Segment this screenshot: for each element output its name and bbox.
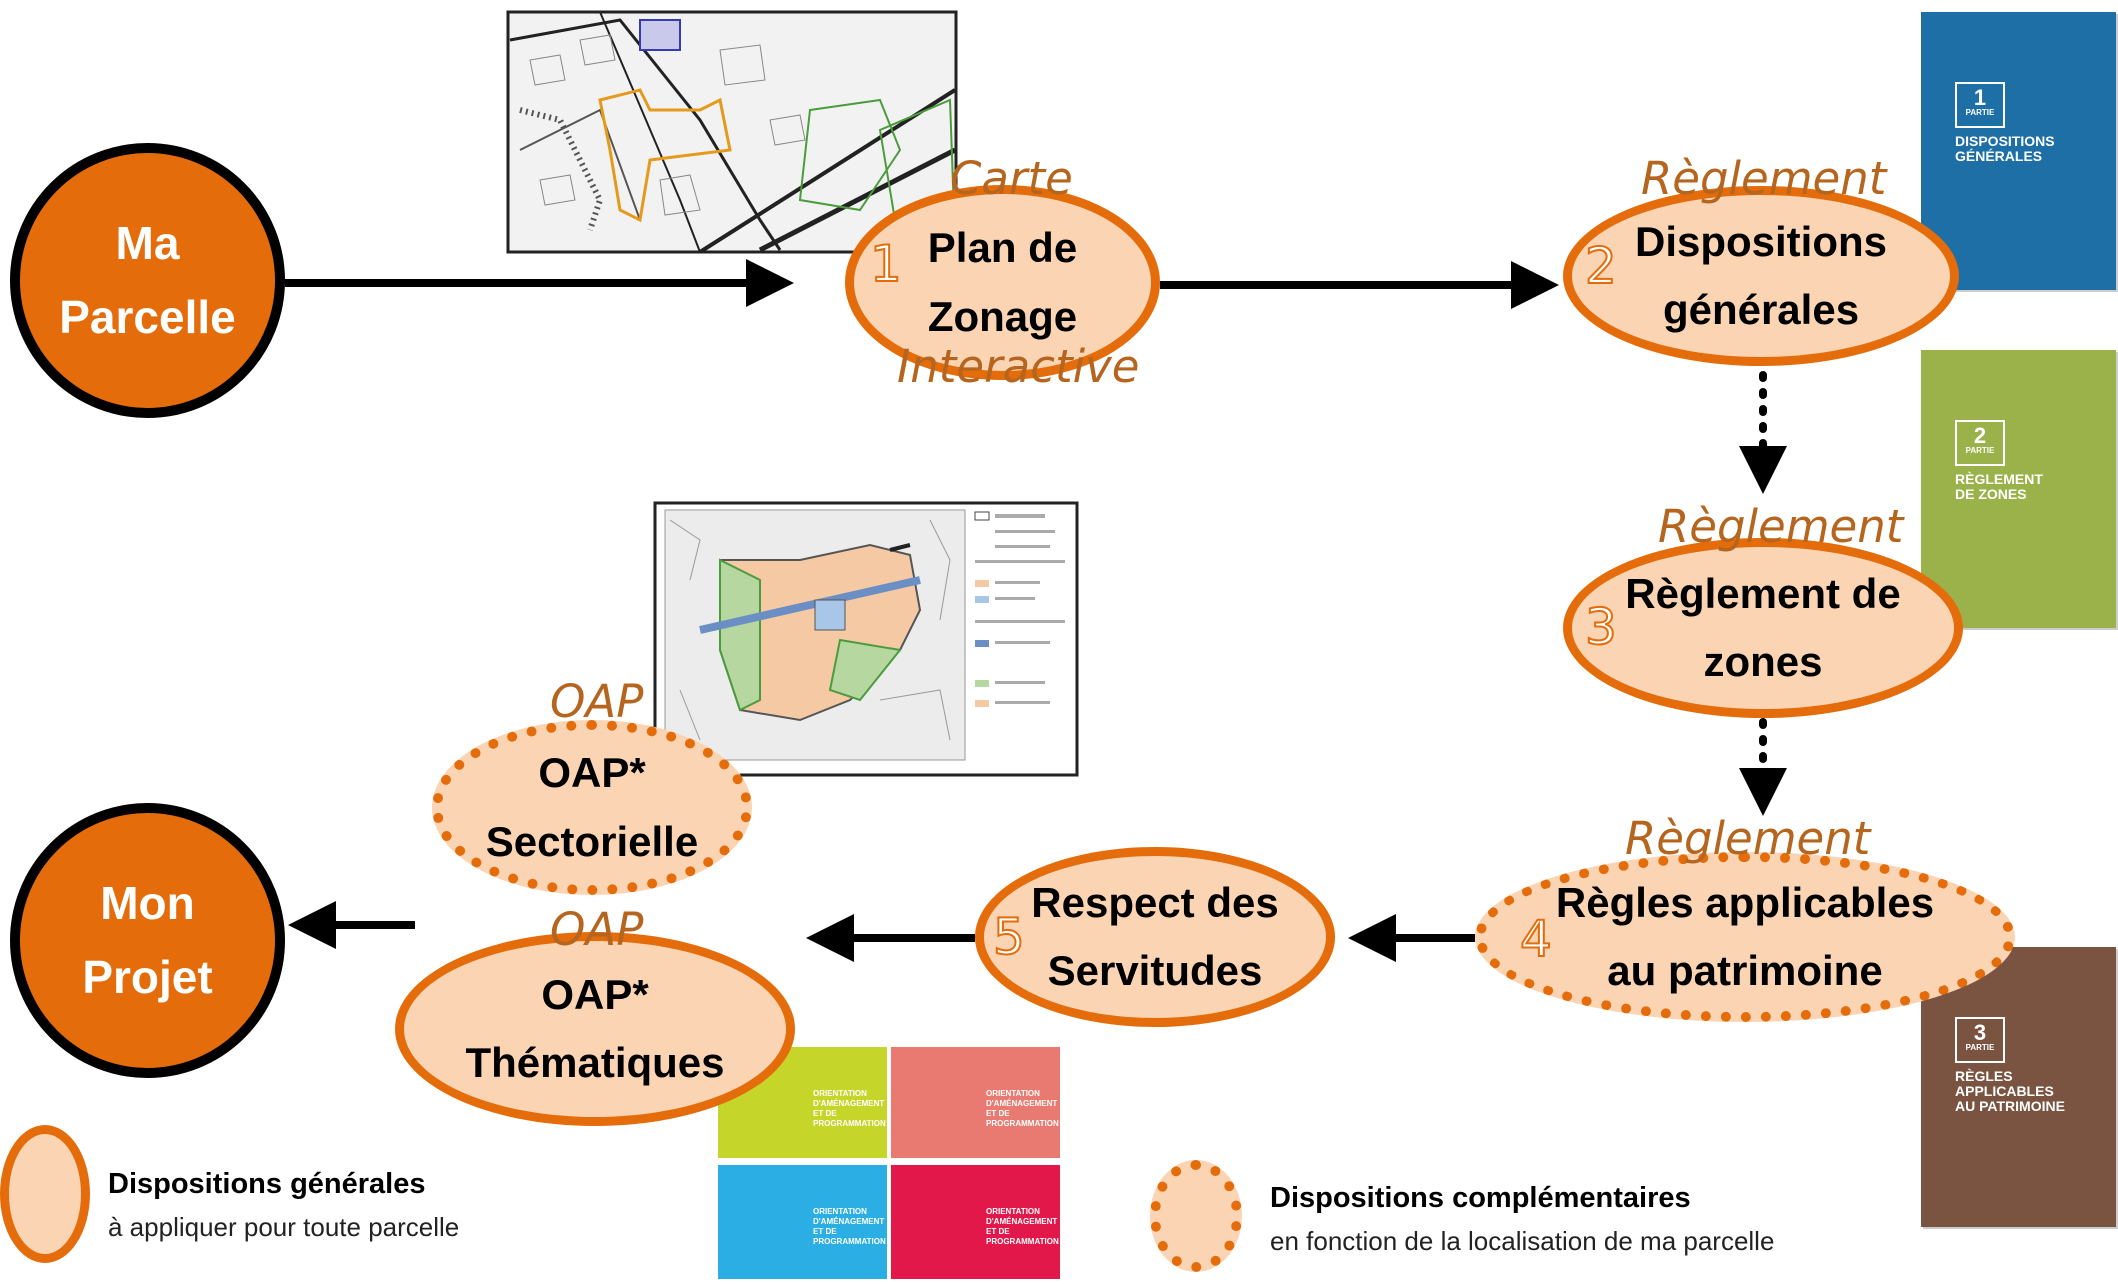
caption-oap-1: OAP: [550, 675, 644, 728]
node-line: Mon: [100, 876, 195, 929]
node-line: au patrimoine: [1607, 947, 1883, 994]
node-line: Projet: [82, 950, 213, 1003]
step-number-1: 1: [869, 234, 903, 294]
node-line: générales: [1662, 286, 1860, 333]
node-line: Plan de: [927, 224, 1078, 272]
node-line: Parcelle: [59, 290, 236, 343]
legend-dotted-swatch: [1150, 1160, 1242, 1272]
oap-sectorielle-node: OAP* Sectorielle: [432, 720, 752, 895]
node-line: Sectorielle: [485, 817, 699, 865]
caption-interactive: Interactive: [897, 340, 1140, 393]
step-number-4: 4: [1519, 909, 1553, 969]
node-line: Servitudes: [1047, 947, 1263, 994]
mon-projet-node: Mon Projet: [10, 803, 285, 1078]
node-line: OAP*: [541, 970, 649, 1018]
caption-reglement-3: Règlement: [1625, 812, 1871, 865]
regles-patrimoine-node: Règles applicables au patrimoine: [1475, 852, 2015, 1022]
caption-reglement-1: Règlement: [1641, 152, 1887, 205]
node-line: Règlement de: [1625, 569, 1901, 617]
legend-solid-subtitle: à appliquer pour toute parcelle: [108, 1212, 460, 1242]
respect-servitudes-node: Respect des Servitudes: [975, 847, 1335, 1027]
node-line: zones: [1703, 638, 1823, 685]
node-line: Zonage: [927, 292, 1078, 340]
node-line: OAP*: [538, 749, 646, 797]
node-line: Ma: [115, 216, 180, 269]
node-line: Respect des: [1031, 878, 1279, 926]
caption-oap-2: OAP: [550, 903, 644, 956]
legend-dotted-title: Dispositions complémentaires: [1270, 1182, 1691, 1214]
node-line: Dispositions: [1634, 217, 1888, 265]
oap-sector-map-thumbnail: [653, 501, 1079, 777]
caption-reglement-2: Règlement: [1658, 500, 1904, 553]
caption-carte: Carte: [950, 152, 1073, 205]
legend-solid-title: Dispositions générales: [108, 1168, 426, 1200]
ma-parcelle-node: Ma Parcelle: [10, 143, 285, 418]
step-number-2: 2: [1584, 236, 1618, 296]
plan-zonage-node: Plan de Zonage: [845, 185, 1160, 380]
legend-dotted-subtitle: en fonction de la localisation de ma par…: [1270, 1226, 1775, 1256]
oap-thematiques-node: OAP* Thématiques: [395, 932, 795, 1126]
step-number-3: 3: [1584, 597, 1618, 657]
node-line: Règles applicables: [1555, 878, 1935, 926]
dispositions-generales-node: Dispositions générales: [1563, 186, 1959, 366]
reglement-zones-node: Règlement de zones: [1563, 538, 1963, 718]
legend-solid-swatch: [0, 1125, 90, 1263]
node-line: Thématiques: [465, 1039, 725, 1086]
zoning-map-thumbnail: [506, 10, 958, 254]
step-number-5: 5: [992, 907, 1026, 967]
